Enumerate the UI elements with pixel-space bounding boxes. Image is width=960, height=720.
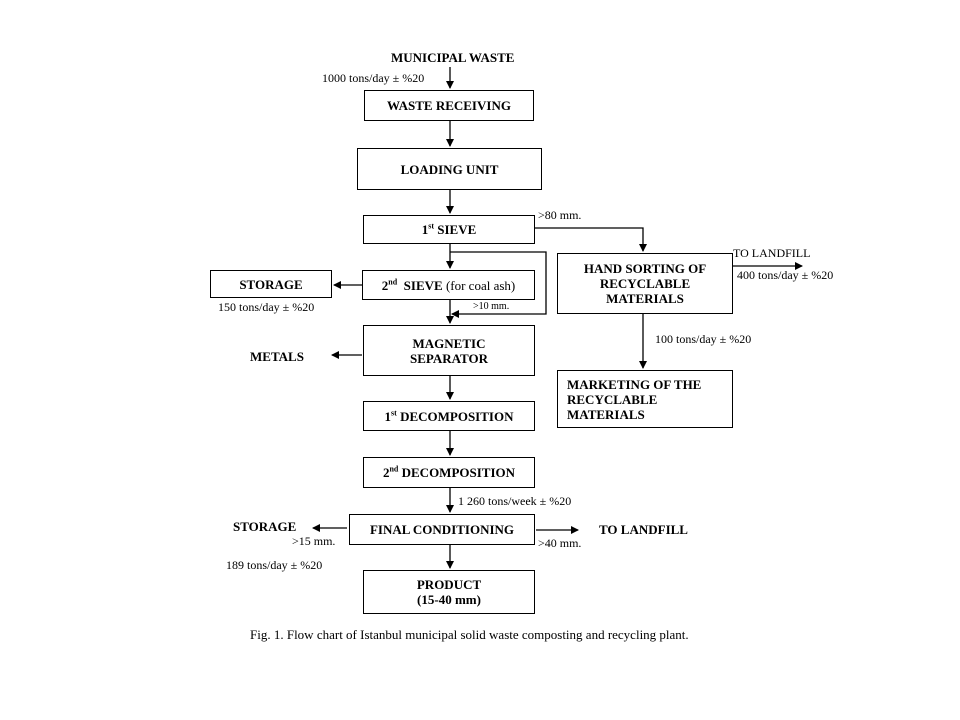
label-metals: METALS xyxy=(250,349,304,364)
hand-line-3: MATERIALS xyxy=(606,291,684,306)
box-loading-unit-label: LOADING UNIT xyxy=(400,161,499,177)
label-over-80: >80 mm. xyxy=(538,208,582,222)
box-final-conditioning-label: FINAL CONDITIONING xyxy=(369,522,515,537)
box-decomposition-2-sup: nd xyxy=(389,464,399,474)
box-decomposition-2-text: DECOMPOSITION xyxy=(401,465,516,480)
box-decomposition-2: 2nd DECOMPOSITION xyxy=(363,457,535,488)
label-storage-rate: 150 tons/day ± %20 xyxy=(218,300,315,314)
label-to-landfill-bottom: TO LANDFILL xyxy=(599,522,688,537)
marketing-line-1: MARKETING OF THE xyxy=(567,376,702,392)
box-sieve-2-text: SIEVE xyxy=(403,277,443,293)
label-recyclable-rate: 100 tons/day ± %20 xyxy=(655,332,752,346)
box-sieve-1: 1st SIEVE xyxy=(363,215,535,244)
box-decomposition-1: 1st DECOMPOSITION xyxy=(363,401,535,431)
box-decomposition-2-label: 2nd DECOMPOSITION xyxy=(382,464,516,480)
box-product: PRODUCT(15-40 mm) xyxy=(363,570,535,614)
marketing-line-3: MATERIALS xyxy=(567,406,645,422)
input-rate: 1000 tons/day ± %20 xyxy=(322,71,425,85)
label-week-rate: 1 260 tons/week ± %20 xyxy=(458,494,572,508)
label-over-15: >15 mm. xyxy=(292,534,336,548)
hand-line-2: RECYCLABLE xyxy=(599,276,691,291)
box-decomposition-1-text: DECOMPOSITION xyxy=(400,408,514,424)
hand-line-1: HAND SORTING OF xyxy=(583,261,707,276)
box-waste-receiving: WASTE RECEIVING xyxy=(364,90,534,121)
label-storage-bottom-rate: 189 tons/day ± %20 xyxy=(226,558,323,572)
magnetic-line-1: MAGNETIC xyxy=(412,335,486,351)
box-sieve-1-sup: st xyxy=(428,221,434,231)
marketing-line-2: RECYCLABLE xyxy=(567,391,658,407)
box-decomposition-1-sup: st xyxy=(391,408,397,418)
magnetic-line-2: SEPARATOR xyxy=(409,350,488,366)
box-decomposition-1-label: 1st DECOMPOSITION xyxy=(384,408,514,424)
arrow-sieve2-bypass xyxy=(450,251,547,318)
box-sieve-2-label: 2nd SIEVE (for coal ash) xyxy=(381,277,516,293)
product-line-2: (15-40 mm) xyxy=(417,592,481,607)
label-storage-bottom: STORAGE xyxy=(233,519,297,534)
figure-caption: Fig. 1. Flow chart of Istanbul municipal… xyxy=(250,627,689,642)
box-product-label: PRODUCT(15-40 mm) xyxy=(417,577,481,607)
label-over-10: >10 mm. xyxy=(473,301,510,312)
box-sieve-2-sup: nd xyxy=(388,277,398,287)
box-sieve-1-label: 1st SIEVE xyxy=(421,221,477,237)
box-sieve-2: 2nd SIEVE (for coal ash) xyxy=(362,270,535,300)
arrow-sieve1-to-hand-sorting xyxy=(535,227,647,252)
box-loading-unit: LOADING UNIT xyxy=(357,148,542,190)
label-to-landfill-top: TO LANDFILL xyxy=(733,246,811,260)
box-storage-top-label: STORAGE xyxy=(239,276,303,292)
label-over-40: >40 mm. xyxy=(538,536,582,550)
product-line-1: PRODUCT xyxy=(416,577,482,592)
label-landfill-rate: 400 tons/day ± %20 xyxy=(737,268,834,282)
box-sieve-2-note: (for coal ash) xyxy=(445,277,516,293)
box-final-conditioning: FINAL CONDITIONING xyxy=(349,514,535,545)
box-waste-receiving-label: WASTE RECEIVING xyxy=(387,98,511,113)
input-label: MUNICIPAL WASTE xyxy=(391,50,515,65)
box-storage-top: STORAGE xyxy=(210,270,332,298)
box-sieve-1-text: SIEVE xyxy=(437,222,477,237)
